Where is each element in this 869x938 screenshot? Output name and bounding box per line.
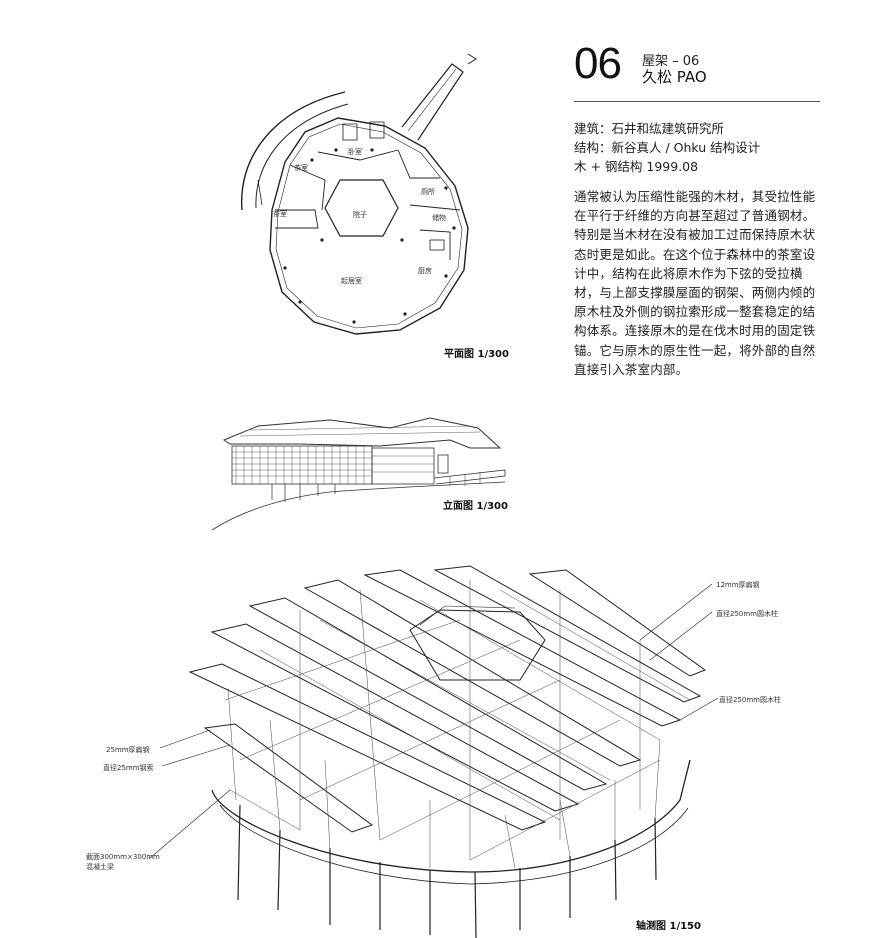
label-concrete-beam: 混凝土梁 [86, 863, 114, 871]
header-divider [574, 101, 820, 102]
label-flat-steel: 25mm厚扁钢 [106, 746, 150, 754]
label-beam-section: 截面300mm×300mm [86, 853, 160, 861]
room-living: 起居室 [341, 277, 362, 285]
label-steel-cable: 直径25mm钢索 [103, 764, 154, 772]
description-paragraph: 通常被认为压缩性能强的木材，其受拉性能在平行于纤维的方向甚至超过了普通钢材。特别… [574, 189, 816, 377]
architect-credit: 建筑：石井和纮建筑研究所 [574, 121, 725, 136]
project-name: 久松 PAO [642, 68, 707, 86]
axon-caption: 轴测图 1/150 [636, 921, 701, 932]
room-courtyard: 院子 [353, 211, 367, 219]
room-storage: 储物 [432, 214, 446, 222]
label-timber-column-2: 直径250mm圆木柱 [719, 696, 781, 704]
label-timber-column-1: 直径250mm圆木柱 [716, 610, 778, 618]
label-steel-plate: 12mm厚扁钢 [716, 581, 760, 589]
plan-caption: 平面图 1/300 [444, 349, 509, 360]
room-tearoom-1: 茶室 [294, 164, 308, 172]
elevation-caption: 立面图 1/300 [443, 501, 508, 512]
type-year: 木 + 钢结构 1999.08 [574, 159, 699, 174]
structure-credit: 结构：新谷真人 / Ohku 结构设计 [574, 140, 761, 155]
section-series: 屋架 – 06 [642, 54, 700, 69]
room-kitchen: 厨房 [418, 267, 432, 275]
room-tearoom-2: 茶室 [273, 210, 287, 218]
room-toilet: 厕所 [421, 188, 435, 196]
section-number: 06 [574, 39, 622, 88]
room-bedroom: 卧室 [348, 148, 362, 156]
